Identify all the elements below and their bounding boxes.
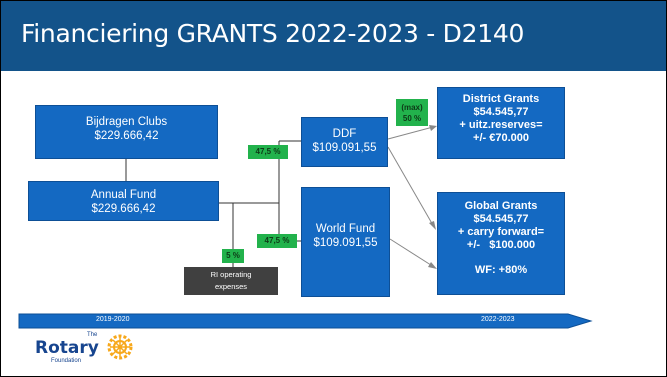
annual-fund-box: Annual Fund $229.666,42 <box>28 181 219 221</box>
global-grants-total: +/- $100.000 <box>466 239 536 251</box>
clubs-label: Bijdragen Clubs <box>85 116 168 128</box>
global-grants-extra: + carry forward= <box>457 226 545 238</box>
logo-foundation-text: Foundation <box>51 358 82 364</box>
timeline-arrow <box>18 313 593 329</box>
world-fund-amount: $109.091,55 <box>313 237 378 249</box>
title-bar: Financiering GRANTS 2022-2023 - D2140 <box>1 1 666 71</box>
max-value: 50 % <box>402 114 422 123</box>
ri-operating-line1: RI operating <box>210 270 252 279</box>
district-grants-amount: $54.545,77 <box>473 106 529 118</box>
world-fund-percentage-tag: 47,5 % <box>257 234 297 248</box>
ri-operating-line2: expenses <box>214 282 248 291</box>
annual-fund-label: Annual Fund <box>90 189 157 201</box>
annual-fund-amount: $229.666,42 <box>91 203 156 215</box>
ri-operating-box: RI operating expenses <box>184 267 278 295</box>
rotary-logo-text: Rotary <box>35 338 99 358</box>
ddf-amount: $109.091,55 <box>312 142 377 154</box>
slide-title: Financiering GRANTS 2022-2023 - D2140 <box>21 19 525 48</box>
clubs-amount: $229.666,42 <box>94 130 159 142</box>
world-fund-box: World Fund $109.091,55 <box>301 187 390 297</box>
timeline-end-label: 2022-2023 <box>481 316 515 323</box>
ddf-box: DDF $109.091,55 <box>301 117 388 167</box>
world-fund-label: World Fund <box>315 223 376 235</box>
timeline-start-label: 2019-2020 <box>96 316 130 323</box>
rotary-wheel-icon <box>107 334 133 360</box>
max-percentage-tag: (max) 50 % <box>396 99 428 126</box>
clubs-box: Bijdragen Clubs $229.666,42 <box>35 105 218 159</box>
district-grants-box: District Grants $54.545,77 + uitz.reserv… <box>437 87 565 159</box>
global-grants-title: Global Grants <box>464 200 538 212</box>
ri-percentage-tag: 5 % <box>222 249 244 263</box>
global-grants-amount: $54.545,77 <box>473 213 529 225</box>
logo-the-text: The <box>87 332 98 338</box>
global-grants-box: Global Grants $54.545,77 + carry forward… <box>437 192 565 295</box>
district-grants-title: District Grants <box>462 93 540 105</box>
district-grants-total: +/- €70.000 <box>473 132 529 144</box>
max-label: (max) <box>401 103 423 112</box>
ddf-percentage-tag: 47,5 % <box>248 145 288 159</box>
ddf-label: DDF <box>332 128 357 140</box>
district-grants-extra: + uitz.reserves= <box>459 119 543 131</box>
global-grants-wf: WF: +80% <box>474 264 528 276</box>
